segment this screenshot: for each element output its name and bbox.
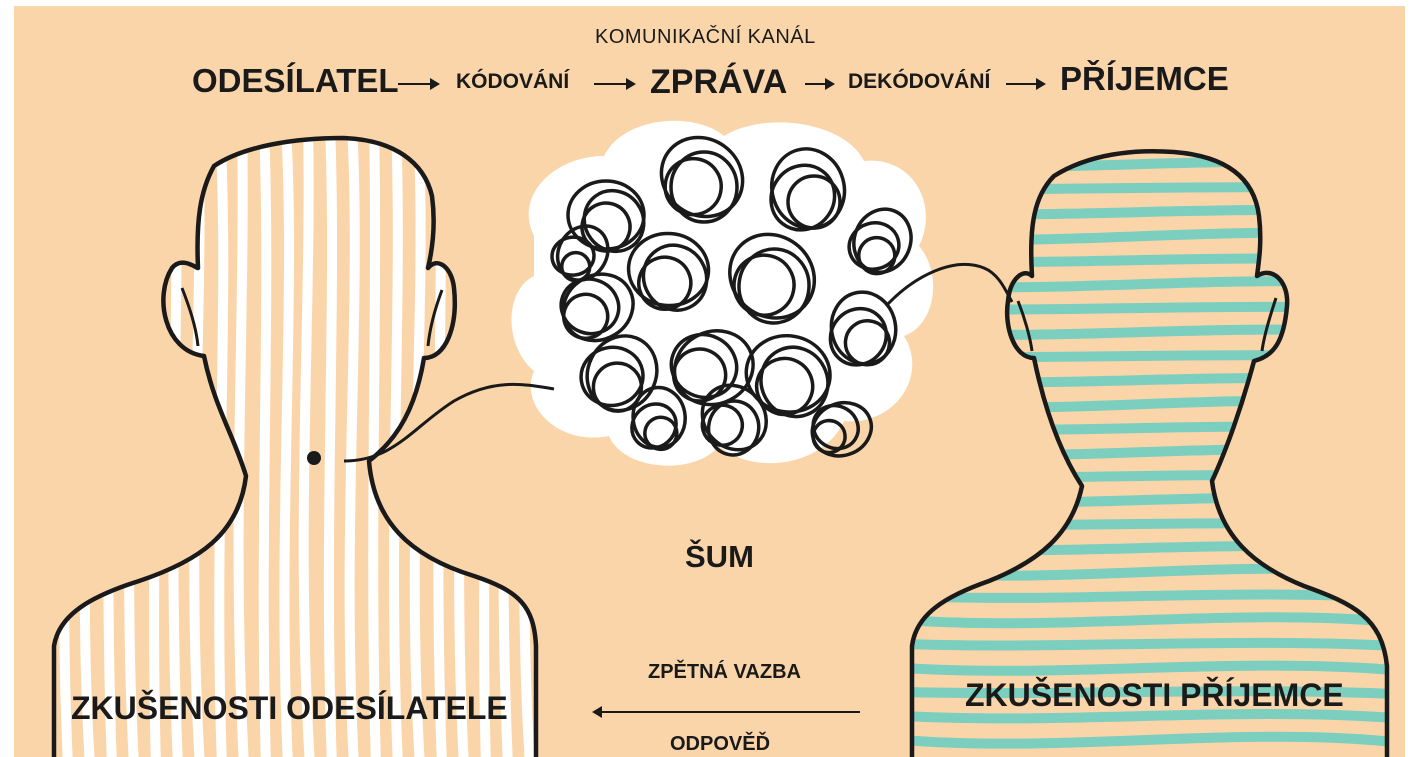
stripe — [350, 126, 355, 757]
arrow-sender-to-encoding — [398, 83, 438, 85]
stripe — [904, 281, 1394, 287]
arrow-message-to-decoding — [805, 83, 833, 85]
stripe — [85, 126, 91, 757]
arrow-decoding-to-receiver — [1006, 83, 1044, 85]
feedback-label: ZPĚTNÁ VAZBA — [648, 661, 801, 684]
channel-label: KOMUNIKAČNÍ KANÁL — [595, 26, 816, 49]
stripe — [904, 594, 1394, 598]
stripe — [904, 666, 1394, 671]
stripe — [904, 643, 1394, 646]
stripe — [904, 162, 1394, 167]
stripe — [329, 126, 332, 757]
stripe — [904, 617, 1394, 623]
decoding-label: DEKÓDOVÁNÍ — [848, 70, 990, 94]
stripe — [904, 475, 1394, 478]
stripe — [904, 378, 1394, 382]
stripe — [524, 126, 530, 757]
noise-label: ŠUM — [685, 539, 754, 575]
stripe — [394, 126, 398, 757]
arrow-encoding-to-message — [594, 83, 634, 85]
encoding-label: KÓDOVÁNÍ — [456, 70, 569, 94]
noise-scribble-cloud-icon — [512, 121, 934, 466]
feedback-arrow — [594, 711, 860, 713]
stripe — [503, 126, 508, 757]
stripe — [904, 449, 1394, 455]
stripe — [904, 523, 1394, 526]
stripe — [904, 401, 1394, 408]
stripe — [415, 126, 421, 757]
stripe — [904, 426, 1394, 430]
stripe — [904, 546, 1394, 550]
receiver-label: PŘÍJEMCE — [1060, 60, 1229, 98]
stripe — [904, 210, 1394, 214]
stripe — [904, 187, 1394, 190]
communication-diagram: KOMUNIKAČNÍ KANÁL ODESÍLATEL KÓDOVÁNÍ ZP… — [14, 6, 1405, 757]
stripe — [904, 307, 1394, 310]
stripe — [154, 126, 158, 757]
stripe — [904, 330, 1394, 335]
stripe — [904, 569, 1394, 576]
receiver-head-stripes — [904, 146, 1394, 757]
stripe — [239, 126, 244, 757]
sender-experience-label: ZKUŠENOSTI ODESÍLATELE — [71, 690, 508, 727]
stripe — [373, 126, 376, 757]
stripe — [904, 258, 1394, 262]
sender-mouth-dot — [307, 451, 321, 465]
stripe — [904, 233, 1394, 240]
sender-label: ODESÍLATEL — [192, 62, 399, 100]
stripe — [438, 126, 442, 757]
sender-head-stripes — [44, 126, 544, 757]
stripe — [108, 126, 112, 757]
message-label: ZPRÁVA — [650, 63, 787, 102]
stripe — [459, 126, 464, 757]
receiver-experience-label: ZKUŠENOSTI PŘÍJEMCE — [965, 677, 1344, 714]
stripe — [484, 126, 488, 757]
stripe — [219, 126, 223, 757]
stripe — [173, 126, 178, 757]
stripe — [904, 355, 1394, 358]
stripe — [284, 126, 289, 757]
stripe — [304, 126, 310, 757]
stripe — [904, 714, 1394, 718]
response-label: ODPOVĚĎ — [670, 733, 770, 756]
stripe — [904, 498, 1394, 503]
stripe — [264, 126, 267, 757]
diagram-artwork — [14, 6, 1405, 757]
stripe — [64, 126, 68, 757]
stripe — [129, 126, 134, 757]
